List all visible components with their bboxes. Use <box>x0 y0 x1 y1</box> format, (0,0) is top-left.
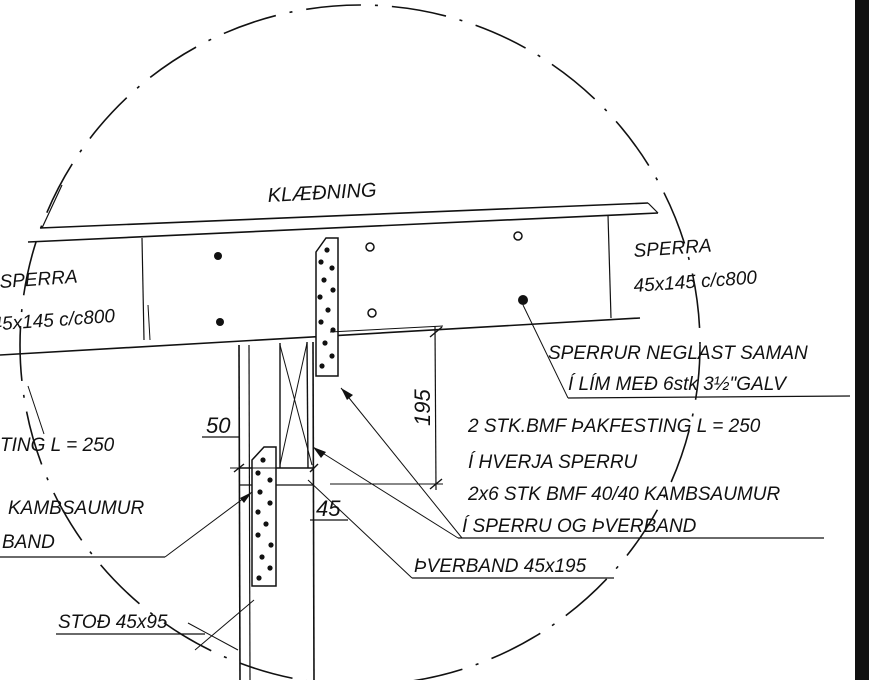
post-label: STOÐ 45x95 <box>58 612 168 633</box>
detail-circle <box>19 4 701 680</box>
upper-metal-plate <box>315 237 339 377</box>
nails <box>214 231 528 326</box>
nail-marker <box>518 295 528 305</box>
dimension-50-label: 50 <box>206 413 231 438</box>
nail-marker <box>365 242 375 252</box>
lower-metal-plate <box>251 446 277 587</box>
dimension-195-label: 195 <box>410 389 435 426</box>
dimension-50 <box>202 436 290 473</box>
rafter-right-size: 45x145 c/c800 <box>633 267 758 297</box>
post-and-bracing <box>238 341 315 680</box>
nail-marker <box>216 318 224 326</box>
nail-marker <box>214 252 222 260</box>
leader-lines <box>0 304 851 651</box>
nail-marker <box>367 308 377 318</box>
dimension-45 <box>309 463 348 521</box>
frame-border-right <box>855 0 869 680</box>
angle-note-line1: 2x6 STK BMF 40/40 KAMBSAUMUR <box>467 484 780 505</box>
crossband-label: ÞVERBAND 45x195 <box>414 556 587 577</box>
left-fixing-partial: TING L = 250 <box>0 435 115 456</box>
angle-note-line2: Í SPERRU OG ÞVERBAND <box>462 516 697 537</box>
dimension-195 <box>329 325 444 491</box>
cladding-label: KLÆÐNING <box>267 179 377 207</box>
nailing-note-line1: SPERRUR NEGLAST SAMAN <box>548 343 808 364</box>
nail-marker <box>513 231 523 241</box>
left-band-partial: BAND <box>2 532 55 553</box>
dimension-45-label: 45 <box>316 496 341 521</box>
roof-fix-note-line2: Í HVERJA SPERRU <box>468 452 638 473</box>
rafter-left-name: SPERRA <box>0 267 78 293</box>
rafter-right-name: SPERRA <box>633 236 712 262</box>
nailing-note-line2: Í LÍM MEÐ 6stk 3½"GALV <box>568 374 788 395</box>
roof-fix-note-line1: 2 STK.BMF ÞAKFESTING L = 250 <box>467 416 761 437</box>
left-angle-partial: KAMBSAUMUR <box>8 498 144 519</box>
cladding-layer <box>27 184 659 243</box>
rafter-left-size: 45x145 c/c800 <box>0 306 116 336</box>
